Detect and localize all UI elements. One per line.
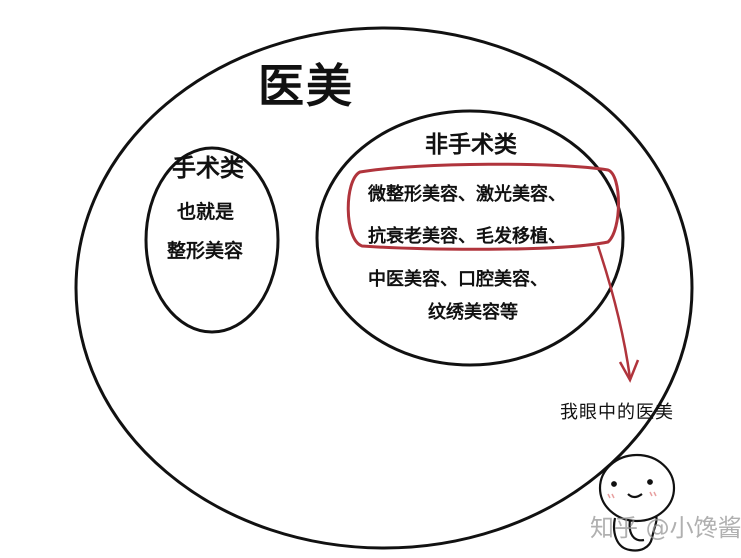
- non-surgical-circle: [315, 109, 625, 367]
- non-surgical-item-line: 微整形美容、激光美容、: [368, 184, 566, 205]
- surgical-category-title: 手术类: [172, 154, 244, 182]
- non-surgical-item-line: 中医美容、口腔美容、: [368, 269, 548, 290]
- surgical-category-desc-line1: 也就是: [177, 201, 235, 223]
- watermark: 知乎 @小馋酱: [590, 514, 741, 542]
- outer-ellipse-medical-aesthetics: [74, 26, 694, 550]
- surgical-category-desc-line2: 整形美容: [167, 240, 244, 262]
- smiley-character-icon: [598, 453, 676, 552]
- non-surgical-item-line: 抗衰老美容、毛发移植、: [368, 226, 566, 247]
- surgical-ellipse: [144, 146, 280, 334]
- non-surgical-category-title: 非手术类: [425, 132, 517, 158]
- red-arrow-line: [596, 245, 632, 379]
- red-highlight-loop: [346, 162, 620, 251]
- diagram-title: 医美: [258, 59, 354, 113]
- handwritten-annotation: 我眼中的医美: [560, 402, 674, 423]
- red-arrow-head: [618, 359, 640, 383]
- non-surgical-item-line: 纹绣美容等: [428, 302, 518, 323]
